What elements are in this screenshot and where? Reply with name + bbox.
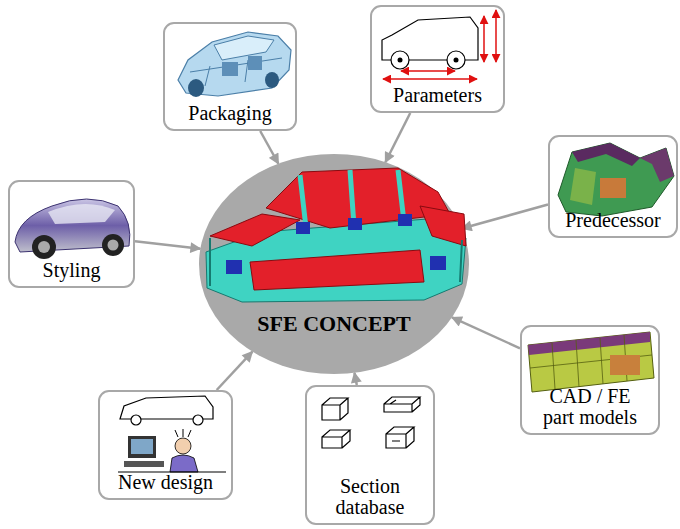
section-icon <box>386 427 414 448</box>
arrow-connector <box>452 317 520 348</box>
node-label: Styling <box>43 260 101 281</box>
structure-member <box>572 143 640 166</box>
car-wheel <box>188 79 204 97</box>
source-box: Parameters <box>370 5 505 113</box>
part-flange <box>528 332 650 355</box>
section-icon <box>384 397 420 412</box>
monitor-screen <box>131 439 153 454</box>
mesh-lines <box>530 335 652 389</box>
car-window <box>214 36 274 60</box>
source-box: Predecessor <box>548 135 678 238</box>
person-body <box>170 455 198 472</box>
ellipse-outline <box>198 153 470 375</box>
body-roof <box>266 168 450 228</box>
wheel-hub <box>38 241 50 253</box>
person-head <box>175 438 191 454</box>
packaging-car <box>178 32 291 97</box>
source-box: Packaging <box>163 22 297 131</box>
wheel-hub <box>108 240 119 251</box>
part-panel <box>528 332 654 392</box>
structure-panel <box>558 143 674 216</box>
wagon-outline <box>120 396 213 419</box>
body-joint <box>348 218 362 230</box>
source-box: CAD / FE part models <box>520 325 660 435</box>
dimension-arrow <box>495 10 497 62</box>
structure-part <box>570 168 596 205</box>
arrow-connector <box>217 352 253 390</box>
body-pillars <box>300 170 404 228</box>
concept-ellipse: SFE CONCEPT <box>198 153 470 375</box>
car-window <box>48 204 115 224</box>
car-outline <box>382 17 478 60</box>
body-joint <box>430 256 446 270</box>
car-seat <box>248 56 262 70</box>
body-joint <box>296 222 310 234</box>
wheel-center <box>398 58 403 63</box>
desk <box>118 471 226 472</box>
node-label: New design <box>118 472 213 493</box>
body-trunk <box>420 206 466 246</box>
monitor <box>128 436 156 458</box>
node-label: SFE CONCEPT <box>257 312 410 335</box>
body-side <box>250 250 424 290</box>
wheel-center <box>454 58 459 63</box>
arrow-connector <box>385 113 410 162</box>
car-body <box>15 199 130 252</box>
dimension-arrow <box>383 78 477 80</box>
section-icon <box>322 398 348 420</box>
person-hair <box>175 429 191 437</box>
car-body <box>178 32 291 96</box>
node-label: Parameters <box>393 85 482 106</box>
car-wheel <box>131 415 141 425</box>
car-wheel <box>391 51 409 69</box>
structure-member <box>640 148 674 182</box>
car-wheel <box>32 235 56 259</box>
body-frame <box>206 218 466 302</box>
source-box: New design <box>98 390 233 500</box>
arrow-connector <box>354 373 356 385</box>
car-lines <box>190 58 282 86</box>
sfe-car-body <box>206 168 466 302</box>
source-box: Section database <box>305 385 435 525</box>
arrow-connector <box>135 241 200 248</box>
dimension-arrow <box>483 16 485 62</box>
new-design-icon <box>118 396 226 472</box>
keyboard <box>124 461 164 467</box>
dimension-arrow <box>401 70 455 72</box>
node-label: CAD / FE part models <box>535 386 645 428</box>
body-hood <box>210 214 300 246</box>
car-seat <box>222 62 238 76</box>
car-wheel <box>102 234 124 256</box>
body-joint <box>398 214 412 226</box>
cad-fe-part <box>528 332 654 392</box>
parameters-car <box>382 10 496 79</box>
car-wheel <box>193 415 203 425</box>
source-box: Styling <box>8 180 135 288</box>
car-wheel <box>447 51 465 69</box>
arrow-connector <box>462 205 548 229</box>
predecessor-structure <box>558 143 674 216</box>
ellipse-fill <box>199 154 469 374</box>
node-label: Section database <box>314 476 426 518</box>
car-wheel <box>265 72 279 88</box>
section-icons <box>322 397 420 448</box>
styling-car <box>15 199 130 259</box>
body-rails <box>210 238 462 286</box>
node-label: Predecessor <box>565 210 661 231</box>
section-icon <box>322 430 350 448</box>
node-label: Packaging <box>188 103 271 124</box>
structure-part <box>600 178 626 198</box>
arrow-connector <box>260 131 278 164</box>
part-patch <box>610 355 640 375</box>
body-joint <box>226 260 242 274</box>
